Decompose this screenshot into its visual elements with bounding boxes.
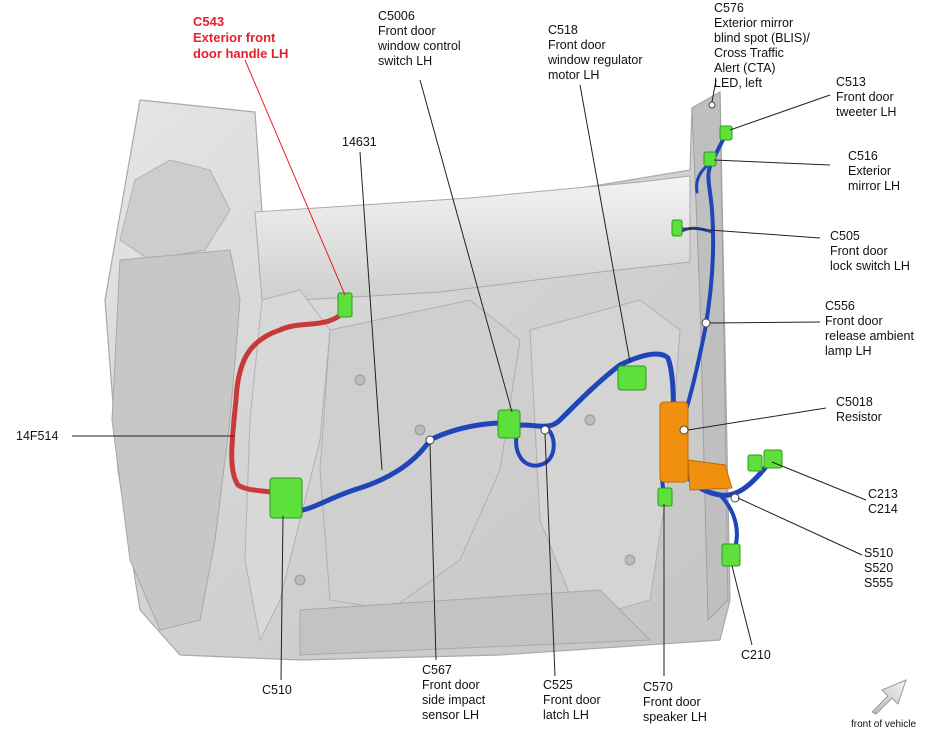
leader-s510 xyxy=(737,497,863,556)
connector-c543 xyxy=(337,292,353,318)
callout-labels: C543 Exterior front door handle LH C5006… xyxy=(16,1,917,730)
connector-c510 xyxy=(269,477,303,519)
leader-c213 xyxy=(771,461,867,501)
leader-c525 xyxy=(544,433,556,677)
leader-14631 xyxy=(359,151,383,471)
front-of-vehicle-arrow-icon xyxy=(871,679,907,715)
leader-c576 xyxy=(711,79,717,103)
connector-c513 xyxy=(719,125,733,141)
label-c5006: C5006 Front door window control switch L… xyxy=(377,9,464,68)
connectors xyxy=(269,101,783,567)
label-c518: C518 Front door window regulator motor L… xyxy=(547,23,646,82)
splice-c5018 xyxy=(679,425,689,435)
label-c213-c214: C213 C214 xyxy=(868,487,901,516)
label-front-of-vehicle: front of vehicle xyxy=(851,719,916,730)
label-c576: C576 Exterior mirror blind spot (BLIS)/ … xyxy=(714,1,813,90)
connector-c210 xyxy=(721,543,741,567)
label-14f514: 14F514 xyxy=(16,429,58,443)
leader-c556 xyxy=(709,321,821,324)
harness-red-branch xyxy=(229,307,348,498)
resistor-tab xyxy=(687,459,733,491)
splice-c556 xyxy=(701,318,711,328)
leader-c510 xyxy=(280,515,284,681)
label-c525: C525 Front door latch LH xyxy=(543,678,604,722)
harness-main-trunk xyxy=(285,351,678,513)
splice-s510 xyxy=(730,493,740,503)
leader-c516 xyxy=(713,159,831,166)
connector-c570 xyxy=(657,487,673,507)
label-c516: C516 Exterior mirror LH xyxy=(848,149,900,193)
connector-c5006 xyxy=(497,409,521,439)
label-c510: C510 xyxy=(262,683,292,697)
resistor-bracket xyxy=(659,401,689,483)
connector-c214 xyxy=(747,454,763,472)
label-c543: C543 Exterior front door handle LH xyxy=(193,14,288,61)
label-c556: C556 Front door release ambient lamp LH xyxy=(825,299,917,358)
label-c570: C570 Front door speaker LH xyxy=(643,680,707,724)
connector-c213 xyxy=(763,449,783,469)
label-14631: 14631 xyxy=(342,135,377,149)
connector-c505 xyxy=(671,219,683,237)
leader-c518 xyxy=(579,84,631,363)
leader-c210 xyxy=(731,565,753,646)
leader-c505 xyxy=(681,227,821,239)
label-s510-s520-s555: S510 S520 S555 xyxy=(864,546,897,590)
leader-c5018 xyxy=(687,407,827,431)
label-c210: C210 xyxy=(741,648,771,662)
label-c567: C567 Front door side impact sensor LH xyxy=(422,663,489,722)
splice-c567 xyxy=(425,435,435,445)
leader-c567 xyxy=(429,443,437,661)
harness-c210-branch xyxy=(718,493,739,550)
harness-lock-branch xyxy=(678,226,714,234)
leader-lines xyxy=(72,59,867,681)
connector-c516 xyxy=(703,151,717,167)
leader-c543 xyxy=(244,59,346,296)
connector-c518 xyxy=(617,365,647,391)
splice-c525 xyxy=(540,425,550,435)
label-c513: C513 Front door tweeter LH xyxy=(836,75,897,119)
harness-latch-loop xyxy=(514,423,556,468)
label-c505: C505 Front door lock switch LH xyxy=(830,229,910,273)
splice-c576 xyxy=(708,101,716,109)
leader-c5006 xyxy=(419,79,513,413)
label-c5018: C5018 Resistor xyxy=(836,395,882,424)
leader-c513 xyxy=(729,94,831,131)
